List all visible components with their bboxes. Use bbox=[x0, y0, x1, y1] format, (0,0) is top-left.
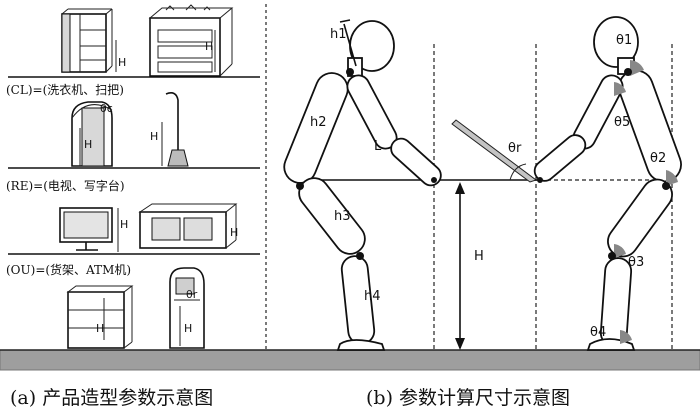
theta1-label: θ1 bbox=[616, 33, 632, 48]
broom-icon bbox=[165, 92, 189, 167]
theta-r-label: θr bbox=[508, 141, 522, 156]
h4-label: h4 bbox=[364, 289, 381, 304]
joint-marker bbox=[431, 177, 437, 183]
row-re: H H bbox=[8, 203, 260, 255]
h-label: H bbox=[474, 249, 484, 264]
tv-icon bbox=[59, 207, 113, 251]
theta5-label: θ5 bbox=[614, 115, 630, 130]
joint-marker bbox=[624, 68, 632, 76]
theta2-label: θ2 bbox=[650, 151, 666, 166]
caption-left: (a) 产品造型参数示意图 bbox=[10, 387, 213, 409]
h1-tick bbox=[339, 19, 351, 23]
category-ou-label: (OU)=(货架、ATM机) bbox=[6, 262, 131, 277]
desk-icon bbox=[138, 203, 238, 249]
theta4-label: θ4 bbox=[590, 325, 606, 340]
theta2-wedge bbox=[666, 170, 678, 186]
theta-r-arc bbox=[509, 163, 527, 181]
l-label: L bbox=[374, 139, 382, 154]
joint-marker bbox=[608, 252, 616, 260]
height-label-h: H bbox=[120, 218, 128, 231]
h1-label: h1 bbox=[330, 27, 347, 42]
row-cabinets: H H bbox=[8, 4, 260, 78]
row-ou: H H θr bbox=[66, 267, 205, 349]
washing-machine-icon bbox=[71, 101, 113, 167]
category-re-label: (RE)=(电视、写字台) bbox=[6, 178, 125, 193]
forearm-segment bbox=[533, 134, 587, 182]
atm-icon bbox=[169, 267, 205, 349]
theta4-wedge bbox=[620, 330, 632, 344]
torso-segment bbox=[283, 72, 349, 184]
theta-c-label: θc bbox=[100, 102, 113, 115]
arrow-head-up bbox=[455, 182, 465, 194]
caption-right: (b) 参数计算尺寸示意图 bbox=[366, 387, 570, 409]
category-cl-label: (CL)=(洗衣机、扫把) bbox=[6, 82, 124, 97]
thigh-segment bbox=[298, 177, 366, 255]
forearm-segment bbox=[390, 137, 442, 187]
figure-head bbox=[593, 16, 639, 68]
shelf-icon bbox=[66, 285, 134, 349]
left-panel: H H (CL)=(洗衣机、扫把) bbox=[6, 4, 267, 352]
figure-left bbox=[283, 19, 442, 351]
right-panel: θr H bbox=[283, 16, 682, 351]
tall-cabinet-icon bbox=[61, 8, 113, 73]
height-label-h: H bbox=[150, 130, 158, 143]
height-label-h: H bbox=[230, 226, 238, 239]
figure-right bbox=[533, 16, 682, 351]
height-label-h: H bbox=[184, 322, 192, 335]
theta3-wedge bbox=[614, 244, 626, 258]
joint-marker bbox=[537, 177, 543, 183]
h2-label: h2 bbox=[310, 115, 327, 130]
height-label-h: H bbox=[205, 40, 213, 53]
theta3-label: θ3 bbox=[628, 255, 644, 270]
theta-r-label: θr bbox=[186, 288, 198, 301]
row-cl: H θc H bbox=[8, 92, 260, 169]
h3-label: h3 bbox=[334, 209, 351, 224]
joint-marker bbox=[662, 182, 670, 190]
ground-strip bbox=[0, 349, 700, 371]
screen-panel bbox=[451, 119, 538, 183]
joint-marker bbox=[356, 252, 364, 260]
height-label-h: H bbox=[84, 138, 92, 151]
theta1-wedge bbox=[630, 60, 644, 76]
h1-line bbox=[343, 23, 357, 67]
sideboard-icon bbox=[148, 4, 234, 77]
joint-marker bbox=[296, 182, 304, 190]
height-label-h: H bbox=[96, 322, 104, 335]
joint-marker bbox=[346, 68, 354, 76]
theta5-wedge bbox=[614, 82, 626, 96]
arrow-head-down bbox=[455, 338, 465, 350]
figure-foot bbox=[336, 339, 386, 351]
height-label-h: H bbox=[118, 56, 126, 69]
upper-arm-segment bbox=[346, 74, 398, 150]
